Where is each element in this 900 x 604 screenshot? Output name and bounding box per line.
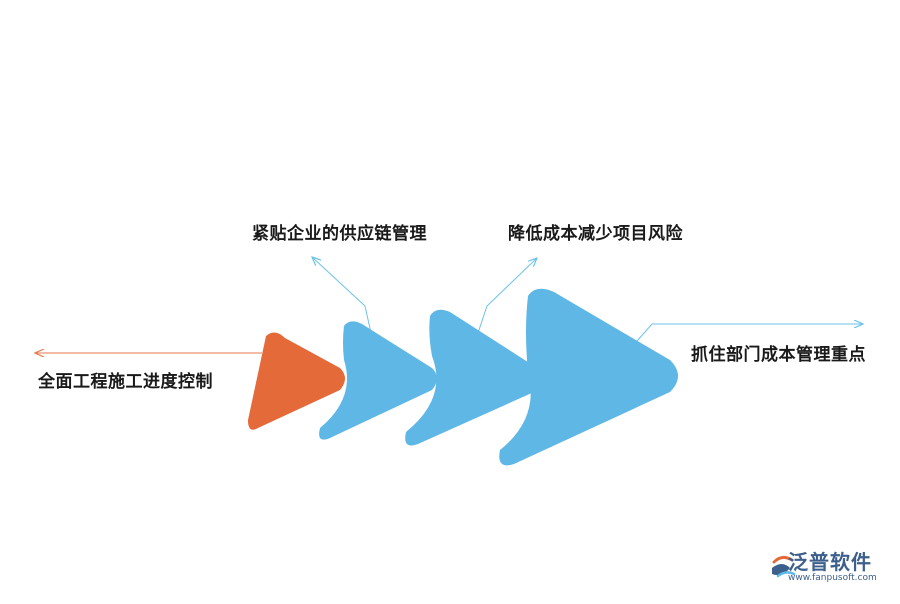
stage-shape-1	[248, 332, 345, 430]
brand-url: www.fanpusoft.com	[788, 573, 877, 583]
connector-line-top1	[312, 257, 372, 334]
stage-label-3: 降低成本减少项目风险	[508, 224, 683, 244]
connector-line-top2	[477, 258, 537, 334]
brand-watermark: 泛普软件 www.fanpusoft.com	[758, 546, 888, 588]
fanpu-logo-icon	[772, 555, 796, 578]
connector-line-right	[636, 324, 863, 342]
stage-shape-3	[405, 309, 540, 446]
stage-label-2: 紧贴企业的供应链管理	[252, 224, 427, 244]
stage-shape-2	[319, 321, 437, 440]
stage-label-1: 全面工程施工进度控制	[38, 372, 213, 392]
brand-name: 泛普软件	[788, 550, 872, 574]
stage-label-4: 抓住部门成本管理重点	[691, 345, 866, 365]
stage-shape-4	[499, 288, 678, 466]
